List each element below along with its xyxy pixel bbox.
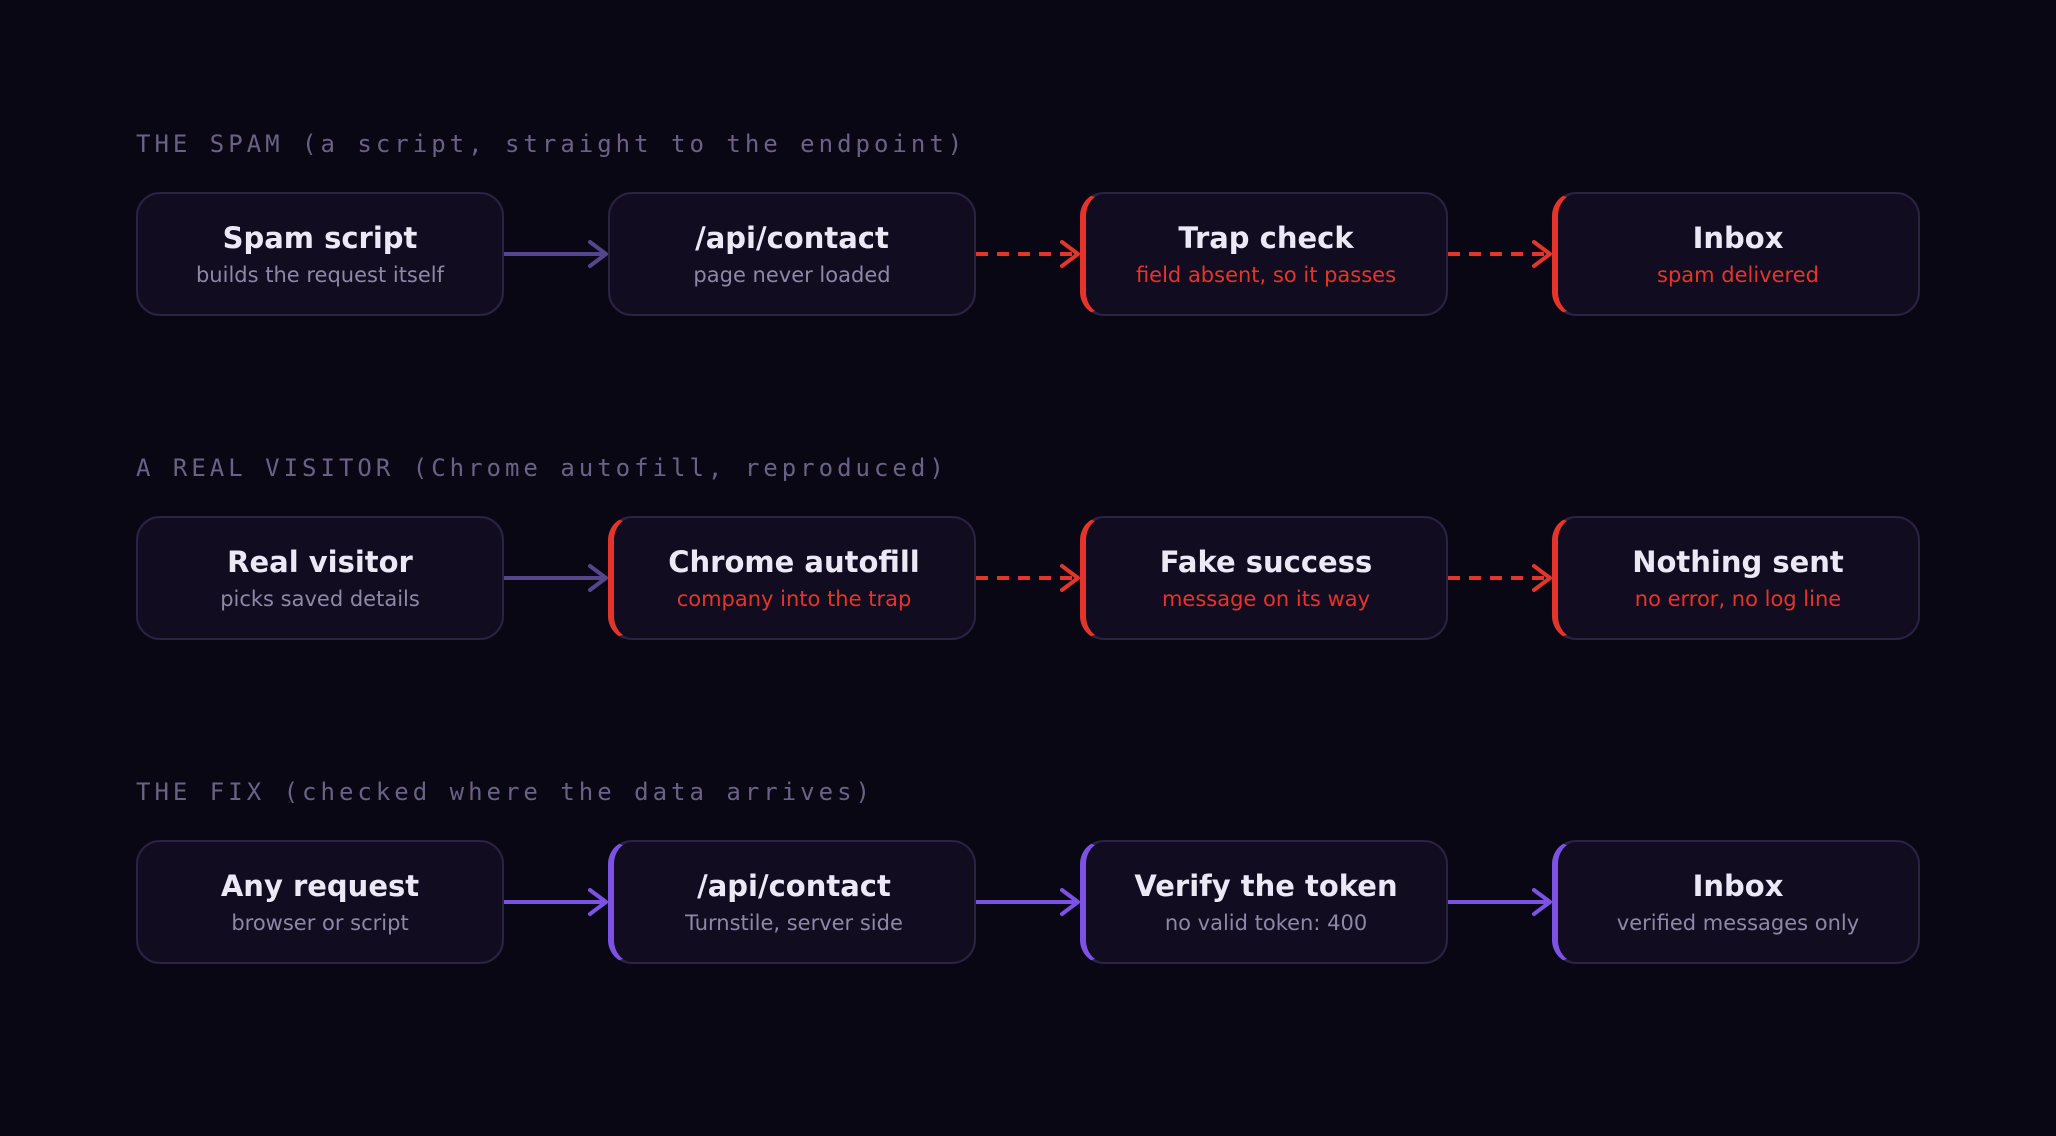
row-label-real-visitor: A REAL VISITOR (Chrome autofill, reprodu… [136, 454, 948, 482]
node-api-contact: /api/contact page never loaded [608, 192, 976, 316]
arrow-connector [504, 564, 608, 592]
node-title: Verify the token [1134, 868, 1398, 903]
node-title: Trap check [1178, 220, 1354, 255]
node-title: Nothing sent [1632, 544, 1844, 579]
node-subtitle: verified messages only [1616, 910, 1860, 935]
node-subtitle: field absent, so it passes [1135, 262, 1397, 287]
node-subtitle: page never loaded [693, 262, 891, 287]
node-subtitle: no error, no log line [1634, 586, 1842, 611]
node-api-contact-turnstile: /api/contact Turnstile, server side [608, 840, 976, 964]
arrow-connector [504, 240, 608, 268]
row-label-fix: THE FIX (checked where the data arrives) [136, 778, 874, 806]
node-title: Any request [220, 868, 420, 903]
node-subtitle: spam delivered [1657, 262, 1819, 287]
node-subtitle: Turnstile, server side [685, 910, 903, 935]
arrow-connector [976, 888, 1080, 916]
node-verify-token: Verify the token no valid token: 400 [1080, 840, 1448, 964]
node-title: /api/contact [697, 868, 891, 903]
node-subtitle: browser or script [231, 910, 409, 935]
node-title: /api/contact [695, 220, 889, 255]
node-subtitle: message on its way [1161, 586, 1371, 611]
arrow-connector-dashed [976, 564, 1080, 592]
node-title: Chrome autofill [668, 544, 920, 579]
node-nothing-sent: Nothing sent no error, no log line [1552, 516, 1920, 640]
node-title: Real visitor [227, 544, 413, 579]
arrow-connector-dashed [976, 240, 1080, 268]
node-spam-script: Spam script builds the request itself [136, 192, 504, 316]
node-real-visitor: Real visitor picks saved details [136, 516, 504, 640]
node-inbox-verified: Inbox verified messages only [1552, 840, 1920, 964]
arrow-connector [1448, 888, 1552, 916]
node-trap-check: Trap check field absent, so it passes [1080, 192, 1448, 316]
node-subtitle: builds the request itself [195, 262, 445, 287]
node-any-request: Any request browser or script [136, 840, 504, 964]
node-title: Inbox [1692, 220, 1784, 255]
node-subtitle: company into the trap [676, 586, 912, 611]
node-title: Inbox [1692, 868, 1784, 903]
node-fake-success: Fake success message on its way [1080, 516, 1448, 640]
node-chrome-autofill: Chrome autofill company into the trap [608, 516, 976, 640]
arrow-connector-dashed [1448, 564, 1552, 592]
node-title: Fake success [1159, 544, 1373, 579]
arrow-connector-dashed [1448, 240, 1552, 268]
node-subtitle: no valid token: 400 [1164, 910, 1368, 935]
arrow-connector [504, 888, 608, 916]
node-inbox: Inbox spam delivered [1552, 192, 1920, 316]
node-title: Spam script [222, 220, 418, 255]
row-label-spam: THE SPAM (a script, straight to the endp… [136, 130, 967, 158]
node-subtitle: picks saved details [220, 586, 420, 611]
